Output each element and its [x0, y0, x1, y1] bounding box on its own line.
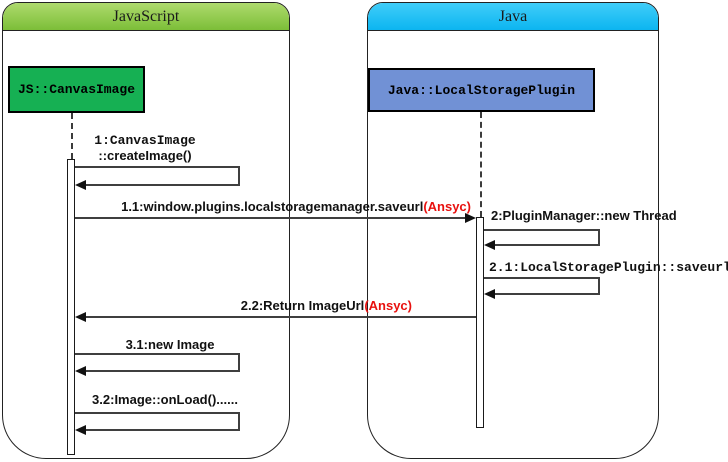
message-2-1-arrowhead-icon — [484, 289, 495, 299]
message-2-text: 2:PluginManager::new Thread — [491, 208, 677, 223]
activation-bar-java — [476, 217, 484, 428]
message-3-2-label: 3.2:Image::onLoad()...... — [85, 392, 245, 407]
message-1-1-line — [75, 217, 467, 219]
message-2-line-out — [484, 229, 600, 231]
message-2-2-line — [85, 316, 476, 318]
message-1-label-line2: ::createImage() — [98, 148, 192, 163]
message-2-1-line-down — [598, 277, 600, 295]
message-2-1-label: 2.1:LocalStoragePlugin::saveurl — [489, 260, 728, 275]
message-1-line-back — [85, 184, 240, 186]
lifeline-js-canvas-image — [71, 113, 73, 159]
message-2-2-arrowhead-icon — [75, 312, 86, 322]
object-java-local-storage-plugin: Java::LocalStoragePlugin — [368, 68, 595, 112]
object-js-canvas-image: JS::CanvasImage — [8, 66, 145, 113]
lifeline-java-local-storage-plugin — [480, 112, 482, 217]
message-2-arrowhead-icon — [484, 240, 495, 250]
message-1-arrowhead-icon — [75, 180, 86, 190]
message-3-1-line-out — [75, 353, 240, 355]
message-3-1-line-back — [85, 370, 240, 372]
message-1-1-label: 1.1:window.plugins.localstoragemanager.s… — [75, 199, 471, 214]
message-3-1-arrowhead-icon — [75, 366, 86, 376]
message-2-2-async-tag: (Ansyc) — [364, 298, 412, 313]
message-2-2-text: 2.2:Return ImageUrl — [240, 298, 365, 313]
message-3-2-arrowhead-icon — [75, 425, 86, 435]
message-3-1-label: 3.1:new Image — [90, 337, 250, 352]
frame-javascript-header: JavaScript — [3, 3, 289, 31]
message-1-label: 1:CanvasImage ::createImage() — [65, 133, 225, 163]
message-3-1-text: 3.1:new Image — [125, 337, 215, 352]
message-3-2-line-down — [238, 412, 240, 431]
message-1-1-async-tag: (Ansyc) — [423, 199, 471, 214]
activation-bar-js — [67, 159, 75, 455]
message-1-line-out — [75, 166, 240, 168]
object-js-canvas-image-label: JS::CanvasImage — [17, 82, 136, 97]
message-2-1-line-out — [484, 277, 600, 279]
frame-java-title: Java — [498, 7, 528, 25]
message-1-label-line1: 1:CanvasImage — [94, 133, 196, 148]
message-3-2-line-out — [75, 412, 240, 414]
message-2-line-down — [598, 229, 600, 246]
message-2-1-text: 2.1:LocalStoragePlugin::saveurl — [489, 260, 728, 275]
object-java-local-storage-plugin-label: Java::LocalStoragePlugin — [387, 82, 576, 98]
frame-java-header: Java — [368, 3, 658, 31]
message-2-line-back — [494, 244, 600, 246]
message-2-1-line-back — [494, 293, 600, 295]
message-1-1-arrowhead-icon — [465, 213, 476, 223]
frame-javascript-title: JavaScript — [112, 7, 180, 25]
message-3-1-line-down — [238, 353, 240, 372]
message-1-1-text: 1.1:window.plugins.localstoragemanager.s… — [121, 199, 424, 214]
message-2-label: 2:PluginManager::new Thread — [491, 208, 677, 223]
message-3-2-line-back — [85, 429, 240, 431]
message-2-2-label: 2.2:Return ImageUrl(Ansyc) — [100, 298, 412, 313]
message-1-line-down — [238, 166, 240, 186]
message-3-2-text: 3.2:Image::onLoad()...... — [92, 392, 238, 407]
